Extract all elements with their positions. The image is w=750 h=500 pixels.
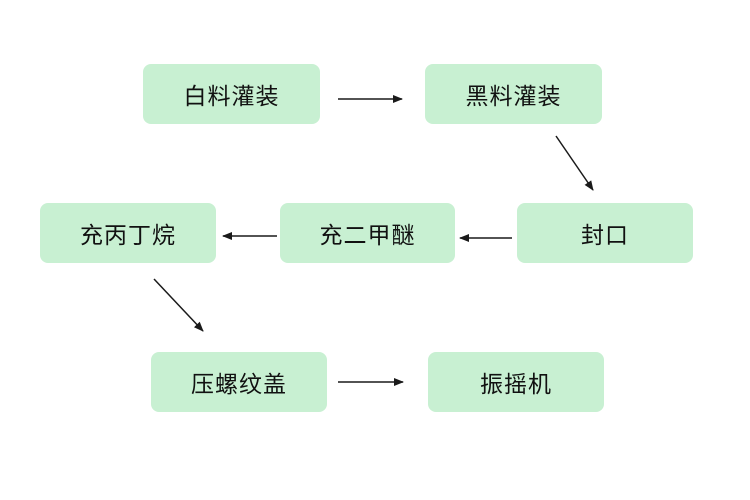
step-dme-fill: 充二甲醚 xyxy=(280,203,455,263)
step-seal: 封口 xyxy=(517,203,693,263)
step-shaker-label: 振摇机 xyxy=(480,372,552,398)
step-shaker: 振摇机 xyxy=(428,352,604,412)
step-white-fill: 白料灌装 xyxy=(143,64,320,124)
step-white-fill-label: 白料灌装 xyxy=(183,84,280,110)
step-dme-fill-label: 充二甲醚 xyxy=(319,223,416,249)
step-propane-fill: 充丙丁烷 xyxy=(40,203,216,263)
step-propane-fill-label: 充丙丁烷 xyxy=(80,223,176,249)
step-seal-label: 封口 xyxy=(581,223,629,249)
step-cap-press: 压螺纹盖 xyxy=(151,352,327,412)
step-black-fill: 黑料灌装 xyxy=(425,64,602,124)
arrow-black-to-seal xyxy=(555,135,594,191)
arrow-propane-to-cap xyxy=(153,278,204,332)
step-cap-press-label: 压螺纹盖 xyxy=(191,372,287,398)
step-black-fill-label: 黑料灌装 xyxy=(465,84,562,110)
